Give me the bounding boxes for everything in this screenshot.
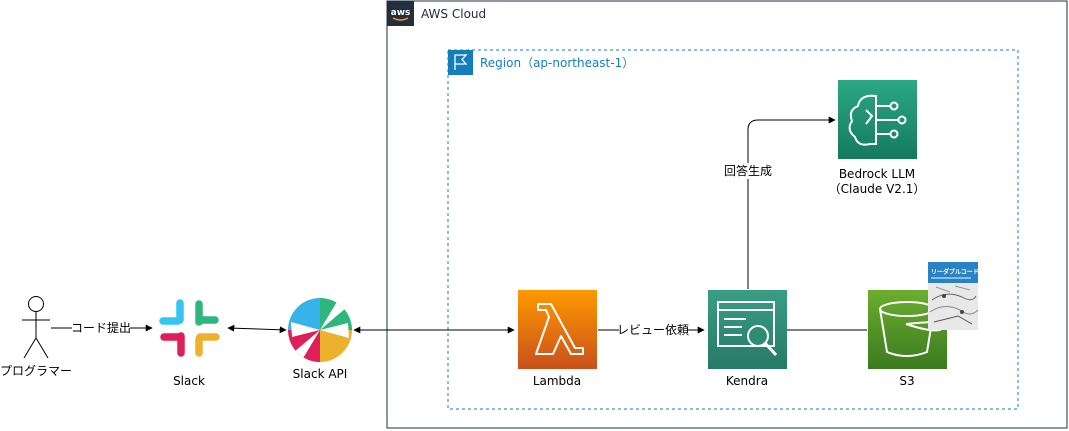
bedrock-label-line2: （Claude V2.1） (829, 182, 926, 196)
s3-label: S3 (899, 374, 914, 388)
programmer-label: プログラマー (0, 364, 72, 378)
edge-label-review-request: レビュー依頼 (617, 322, 689, 338)
edge-slack-slackapi (227, 324, 287, 334)
region-group: Region（ap-northeast-1） (447, 49, 1019, 410)
region-flag-icon (448, 50, 473, 75)
slack-api-label: Slack API (293, 367, 348, 381)
aws-cloud-group: aws AWS Cloud (386, 0, 1068, 429)
edge-label-submit-code-text: コード提出 (71, 320, 131, 335)
aws-logo-icon: aws (387, 1, 414, 26)
brain-circuit-icon (848, 94, 907, 146)
lambda-label: Lambda (533, 374, 581, 388)
book-title: リーダブルコード (931, 268, 979, 276)
aws-logo-text: aws (391, 8, 411, 18)
kendra-label: Kendra (726, 374, 768, 388)
bedrock-label-line1: Bedrock LLM (839, 167, 915, 181)
slack-logo-icon (159, 299, 220, 357)
edge-label-generate-answer-text: 回答生成 (724, 163, 772, 178)
region-label: Region（ap-northeast-1） (480, 56, 634, 70)
programmer-actor[interactable]: プログラマー (0, 296, 72, 379)
slack-api-node[interactable]: Slack API (288, 298, 352, 381)
edge-label-review-request-text: レビュー依頼 (617, 322, 689, 337)
lambda-node[interactable]: Lambda (518, 290, 597, 388)
slack-label: Slack (173, 374, 205, 388)
slack-node[interactable]: Slack (159, 299, 220, 388)
bedrock-node[interactable]: Bedrock LLM （Claude V2.1） (829, 80, 926, 196)
slack-api-icon (288, 298, 352, 362)
lambda-icon (518, 290, 597, 369)
search-index-icon (717, 301, 778, 357)
aws-cloud-label: AWS Cloud (421, 7, 486, 21)
edge-label-submit-code: コード提出 (71, 320, 131, 336)
readable-code-book-image: リーダブルコード (928, 262, 979, 330)
edge-label-generate-answer: 回答生成 (724, 163, 772, 179)
kendra-node[interactable]: Kendra (708, 290, 787, 388)
edge-kendra-bedrock (747, 116, 836, 289)
person-icon (22, 296, 50, 359)
lambda-symbol-icon (535, 303, 584, 355)
